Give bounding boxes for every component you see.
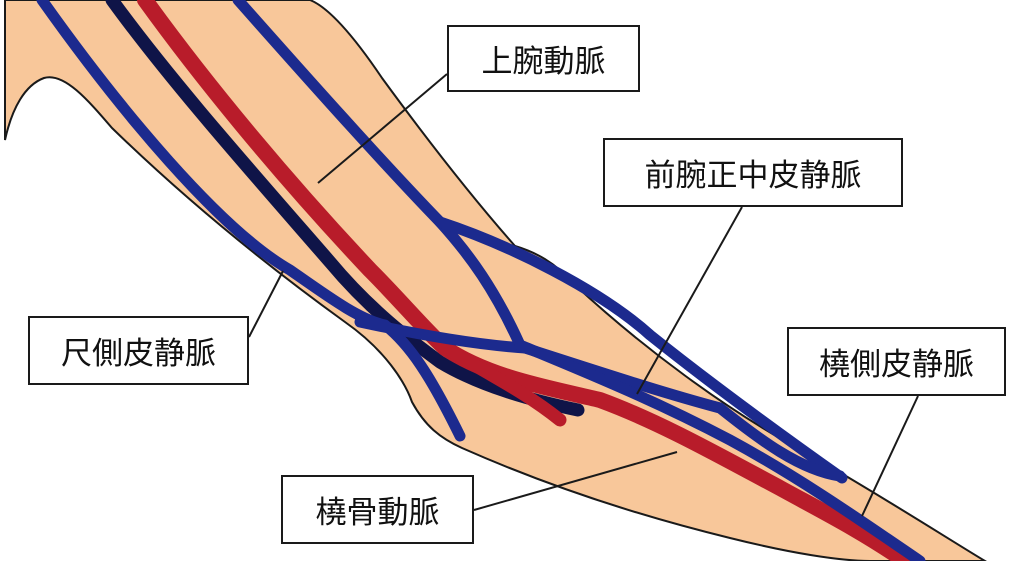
artery-branch <box>445 345 567 427</box>
cephalic-vein-upper <box>232 0 526 351</box>
leader-cephalic <box>861 395 919 517</box>
leader-basilic <box>248 270 284 338</box>
label-basilic-vein: 尺側皮静脈 <box>28 316 249 385</box>
basilic-vein <box>36 0 466 442</box>
cephalic-vein-forearm <box>514 339 926 561</box>
artery-main <box>137 0 913 561</box>
label-radial-artery-text: 橈骨動脈 <box>315 495 440 531</box>
label-basilic-vein-text: 尺側皮静脈 <box>61 336 216 372</box>
label-cephalic-vein: 橈側皮静脈 <box>787 327 1006 396</box>
label-brachial-artery: 上腕動脈 <box>447 25 640 92</box>
label-cephalic-vein-text: 橈側皮静脈 <box>819 347 974 383</box>
vein-connector <box>434 216 848 484</box>
leader-lines <box>248 73 919 517</box>
deep-vein <box>105 0 585 417</box>
label-brachial-artery-text: 上腕動脈 <box>481 44 606 80</box>
label-median-antebrachial-vein: 前腕正中皮静脈 <box>603 138 903 207</box>
leader-brachial <box>317 73 448 184</box>
median-cubital-vein <box>354 316 531 354</box>
leader-radial <box>473 451 678 511</box>
label-radial-artery: 橈骨動脈 <box>281 475 474 544</box>
leader-median <box>636 206 743 395</box>
label-median-antebrachial-vein-text: 前腕正中皮静脈 <box>644 158 862 194</box>
